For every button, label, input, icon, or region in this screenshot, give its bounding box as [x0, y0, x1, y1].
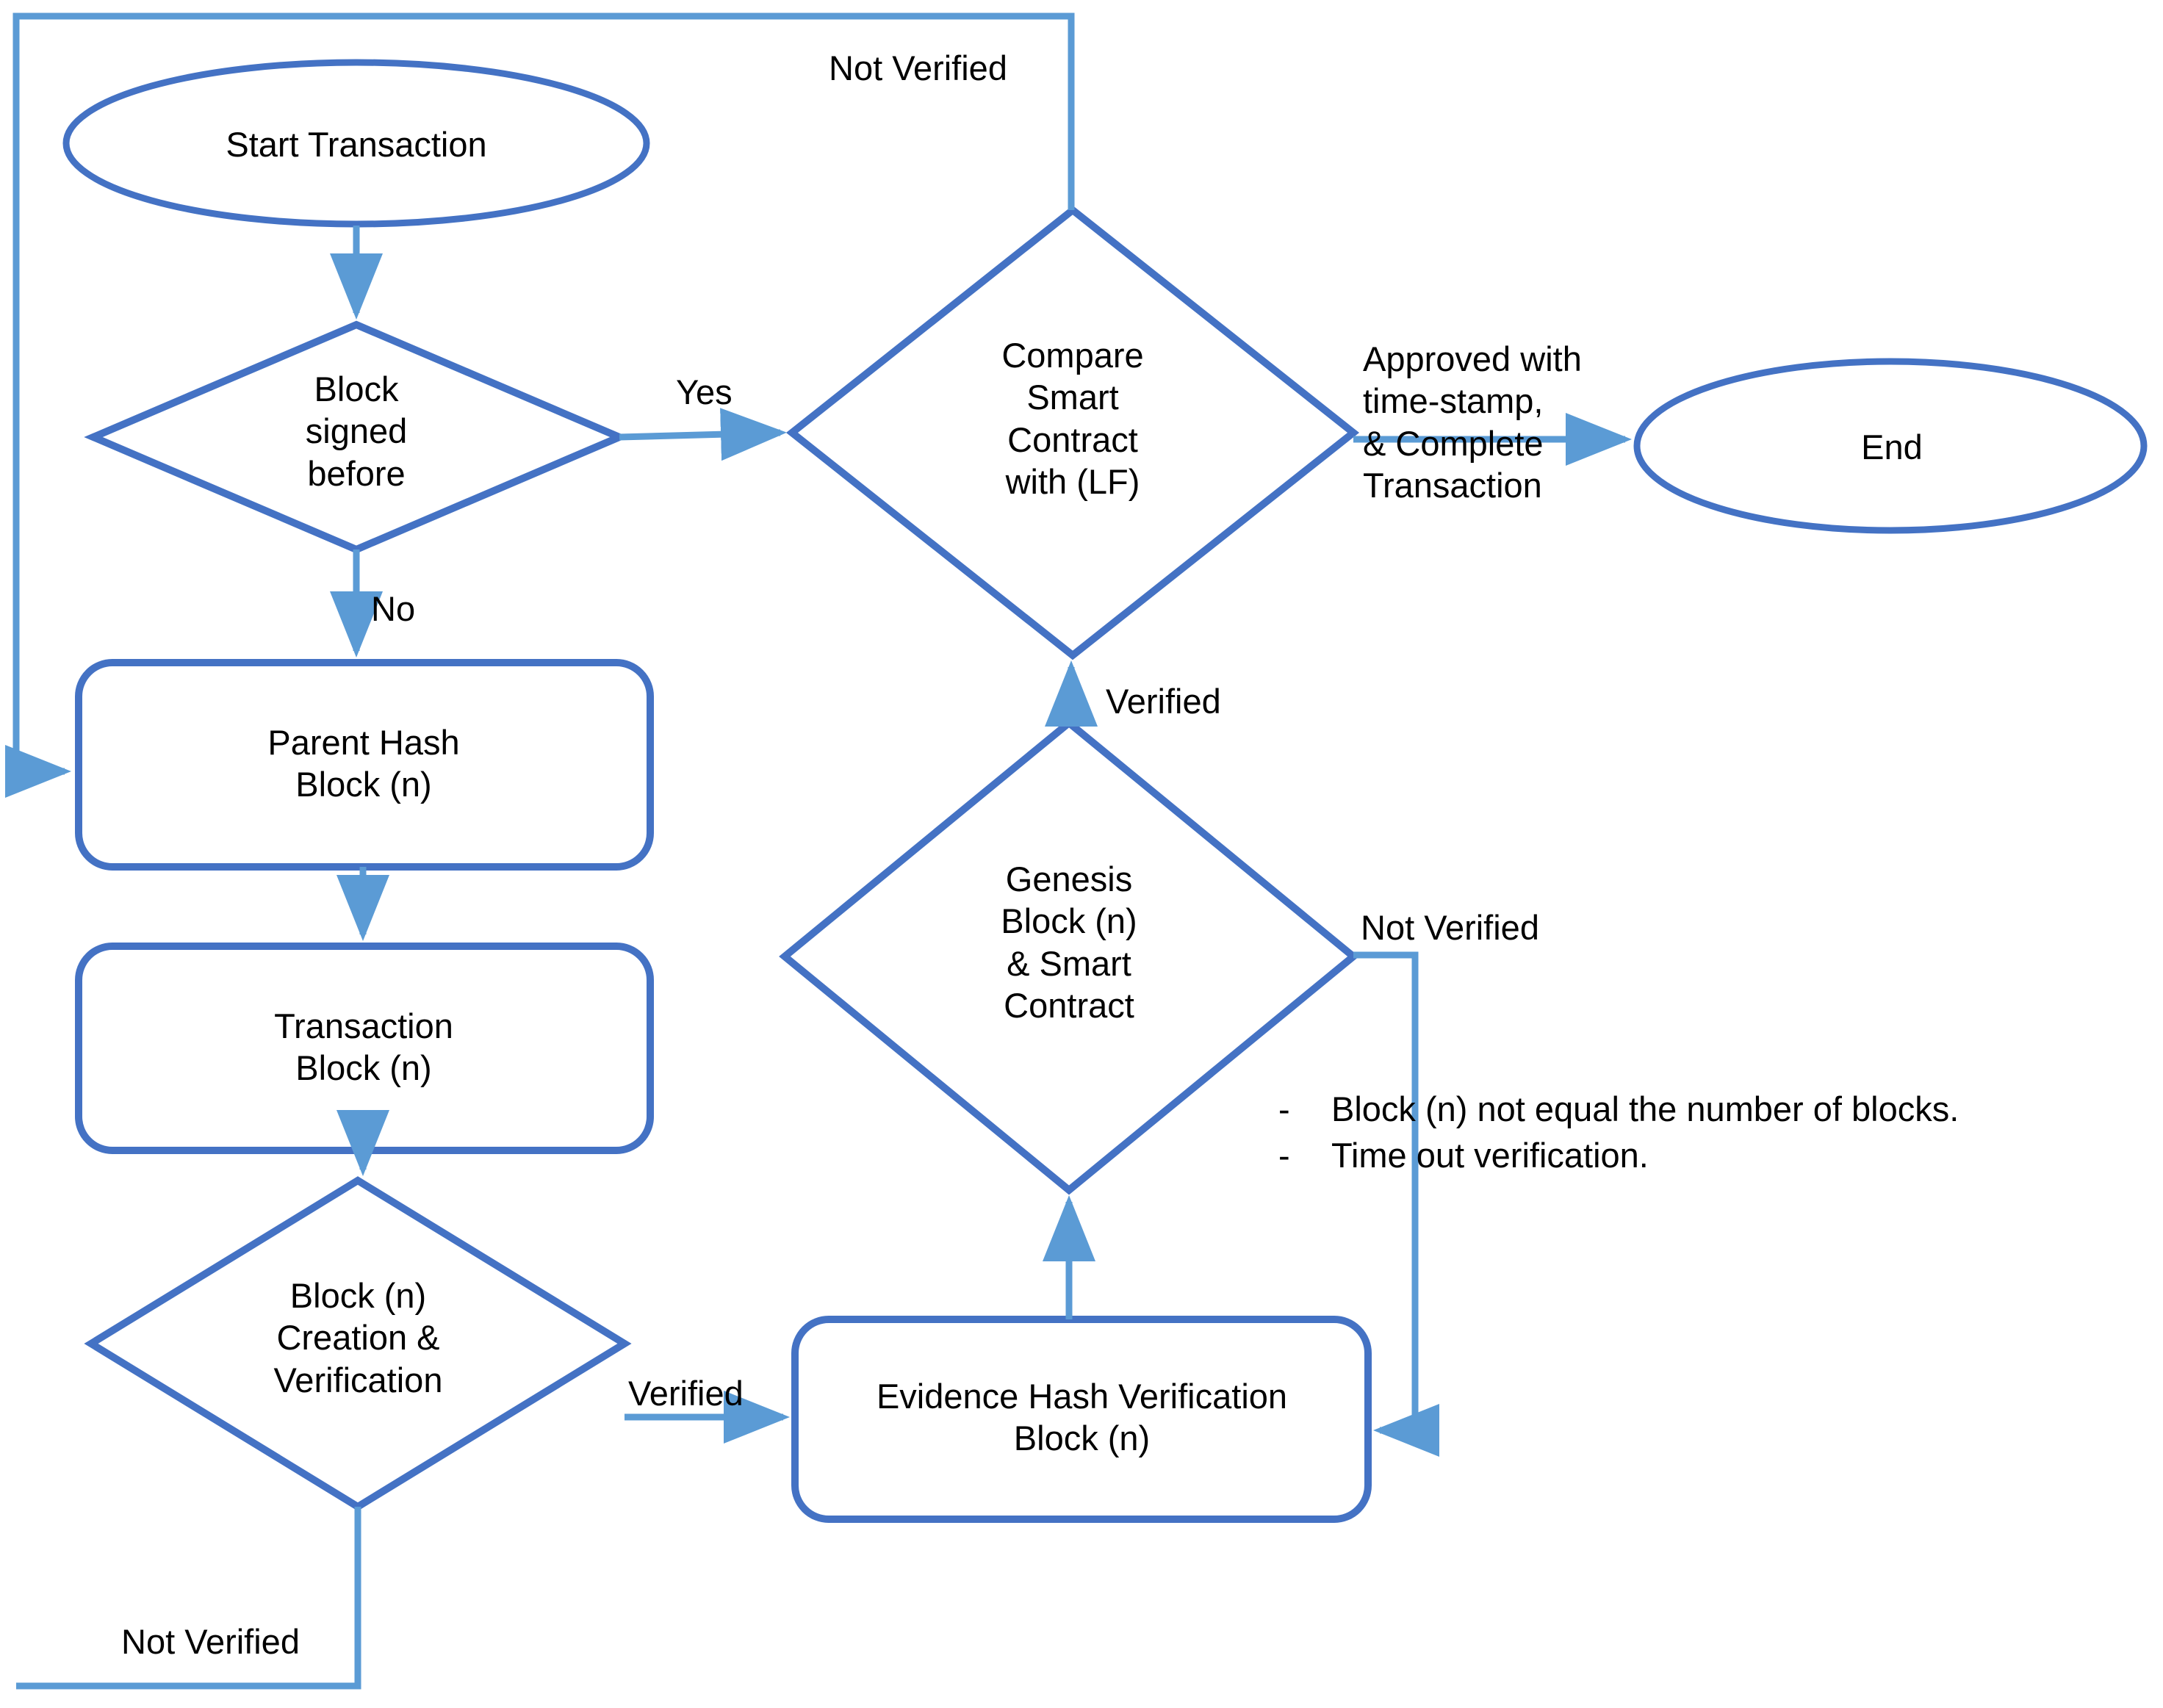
node-start-shape: [62, 59, 650, 228]
edge-label-not-verified-top: Not Verified: [829, 48, 1007, 87]
bullet-dash: -: [1278, 1089, 1290, 1128]
edge-label-verified-block: Verified: [628, 1374, 744, 1413]
edge-compare-not-verified-loop: [5, 12, 1075, 798]
node-parent-hash-shape: [75, 659, 654, 871]
node-transaction-shape: [75, 943, 654, 1154]
edge-genesis-not-verified-to-evidence: [1353, 951, 1439, 1457]
edge-block-signed-to-compare: [619, 408, 787, 461]
edge-label-approved: Approved with time-stamp, & Complete Tra…: [1363, 339, 1582, 505]
edge-label-verified-genesis: Verified: [1106, 682, 1221, 721]
list-item-text: Time out verification.: [1331, 1136, 1649, 1175]
node-end-shape: [1633, 358, 2148, 534]
edge-label-yes: Yes: [676, 372, 733, 411]
node-block-create-shape: [84, 1176, 632, 1511]
list-item: - Block (n) not equal the number of bloc…: [1278, 1086, 1959, 1132]
node-genesis-shape: [779, 718, 1359, 1195]
edge-label-not-verified-bottom: Not Verified: [121, 1622, 300, 1661]
node-evidence-shape: [791, 1316, 1372, 1523]
bullet-dash: -: [1278, 1136, 1290, 1175]
list-item: - Time out verification.: [1278, 1132, 1959, 1178]
node-compare-shape: [785, 205, 1360, 660]
edge-label-not-verified-genesis: Not Verified: [1361, 908, 1539, 947]
edge-label-no: No: [371, 589, 416, 628]
node-block-signed-shape: [84, 320, 629, 554]
edge-block-create-not-verified-loop: [16, 1507, 361, 1690]
list-item-text: Block (n) not equal the number of blocks…: [1331, 1089, 1959, 1128]
failure-reasons-list: - Block (n) not equal the number of bloc…: [1278, 1086, 1959, 1179]
